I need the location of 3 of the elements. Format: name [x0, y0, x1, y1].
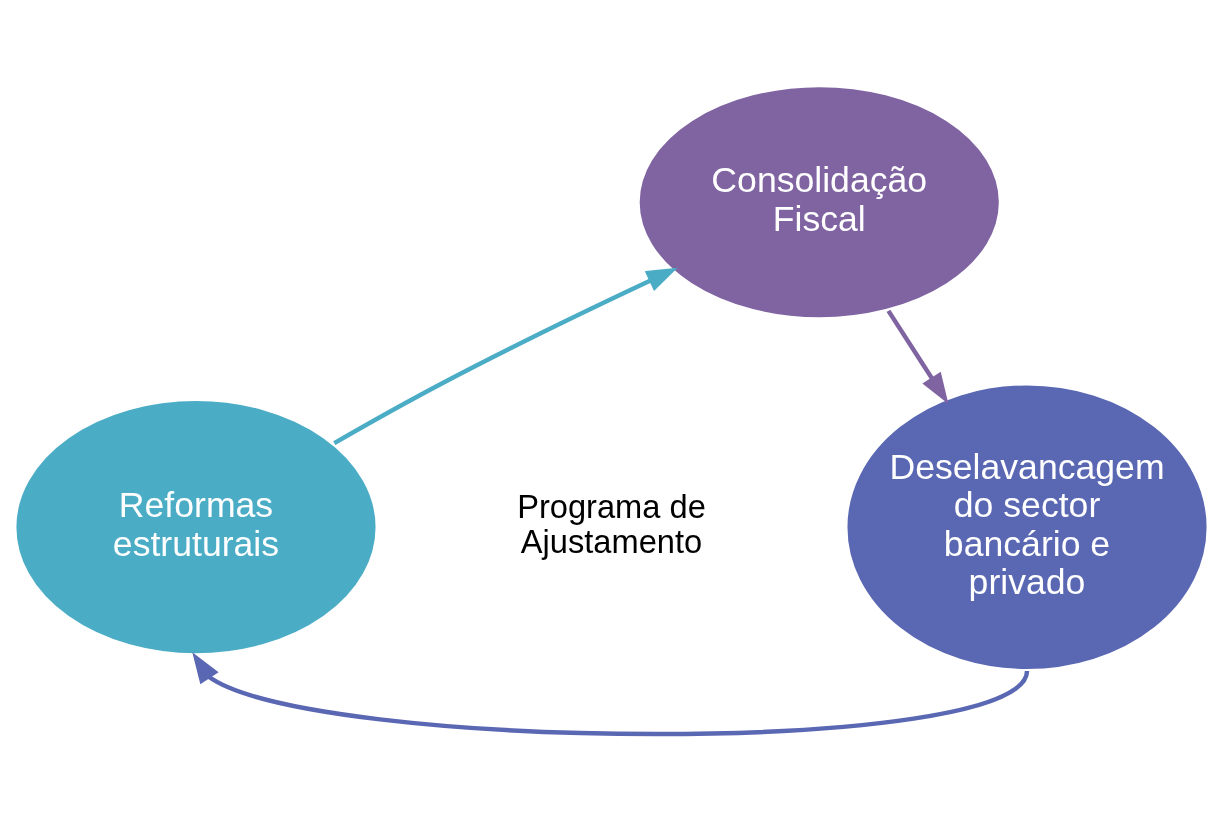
- arrow: [886, 309, 949, 404]
- arrow: [333, 267, 678, 445]
- label: Programa de Ajustamento: [517, 487, 706, 560]
